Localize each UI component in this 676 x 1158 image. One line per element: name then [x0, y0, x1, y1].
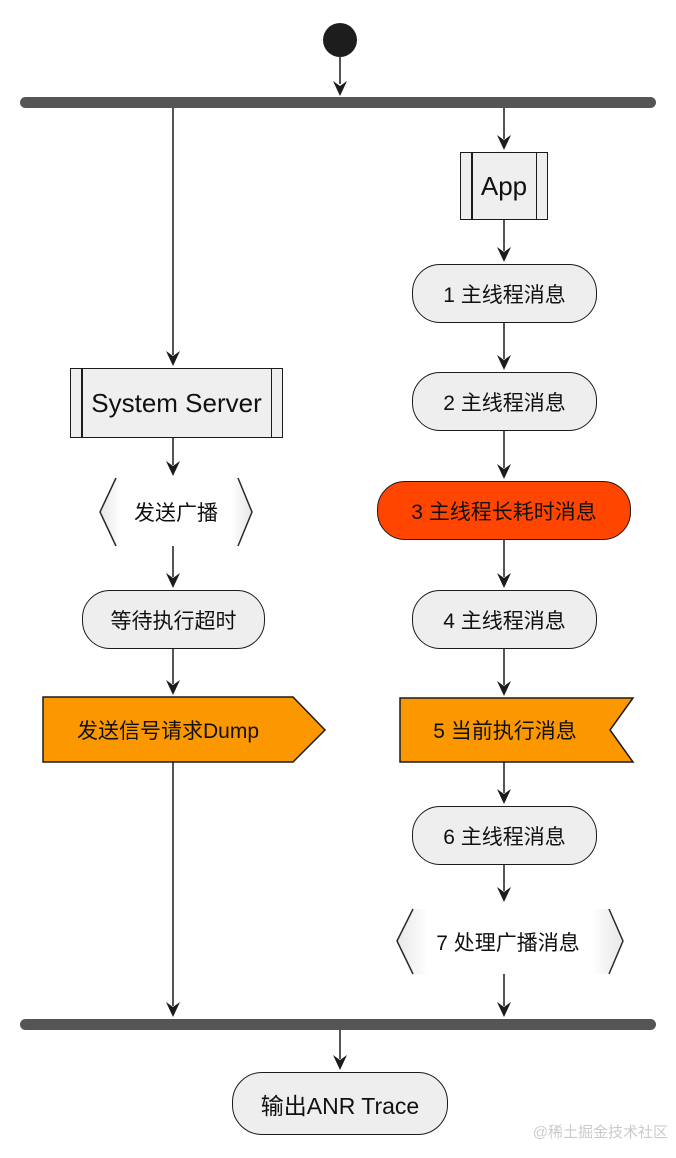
arrow-broadcast-to-wait — [166, 546, 180, 588]
component-system-server-label: System Server — [91, 387, 262, 418]
component-side-bar — [535, 153, 537, 219]
angle-bracket-broadcast-shape — [99, 477, 253, 547]
start-node — [323, 23, 357, 57]
activity-main-thread-msg-1: 1 主线程消息 — [412, 264, 597, 323]
arrow-msg7-to-join — [497, 974, 511, 1017]
component-side-bar — [270, 369, 272, 437]
arrow-system-server-to-broadcast — [166, 438, 180, 476]
activity-main-thread-msg-6: 6 主线程消息 — [412, 806, 597, 865]
component-app-label: App — [480, 170, 528, 201]
arrow-join-to-end — [333, 1030, 347, 1070]
angle-bracket-msg7-shape — [396, 908, 624, 975]
activity-label: 3 主线程长耗时消息 — [411, 500, 597, 524]
arrow-msg5-to-msg6 — [497, 762, 511, 804]
signal-send-dump-shape — [42, 696, 327, 763]
arrow-msg3-to-msg4 — [497, 540, 511, 588]
component-side-bar — [471, 153, 473, 219]
component-app: App — [460, 152, 548, 220]
arrow-wait-to-dump — [166, 649, 180, 695]
activity-label: 等待执行超时 — [110, 609, 237, 633]
activity-main-thread-msg-2: 2 主线程消息 — [412, 372, 597, 431]
fork-bar — [20, 97, 656, 108]
activity-label: 4 主线程消息 — [443, 609, 566, 633]
activity-long-running-msg-3: 3 主线程长耗时消息 — [377, 481, 631, 540]
activity-label: 1 主线程消息 — [443, 283, 566, 307]
activity-label: 输出ANR Trace — [260, 1092, 420, 1119]
arrow-msg4-to-msg5 — [497, 649, 511, 696]
arrow-msg6-to-msg7 — [497, 865, 511, 902]
watermark: @稀土掘金技术社区 — [532, 1124, 668, 1141]
component-side-bar — [81, 369, 83, 437]
join-bar — [20, 1019, 656, 1030]
activity-wait-timeout: 等待执行超时 — [82, 590, 265, 649]
activity-label: 6 主线程消息 — [443, 825, 566, 849]
activity-label: 2 主线程消息 — [443, 391, 566, 415]
arrow-fork-to-app — [497, 108, 511, 150]
activity-main-thread-msg-4: 4 主线程消息 — [412, 590, 597, 649]
activity-output-anr-trace: 输出ANR Trace — [232, 1072, 448, 1135]
arrow-fork-to-system-server — [166, 108, 180, 366]
arrow-msg2-to-msg3 — [497, 431, 511, 479]
arrow-msg1-to-msg2 — [497, 323, 511, 370]
arrow-dump-to-join — [166, 762, 180, 1017]
arrow-start-to-fork — [333, 57, 347, 96]
arrow-app-to-msg1 — [497, 220, 511, 262]
component-system-server: System Server — [70, 368, 283, 438]
signal-receive-msg5-shape — [399, 697, 635, 763]
